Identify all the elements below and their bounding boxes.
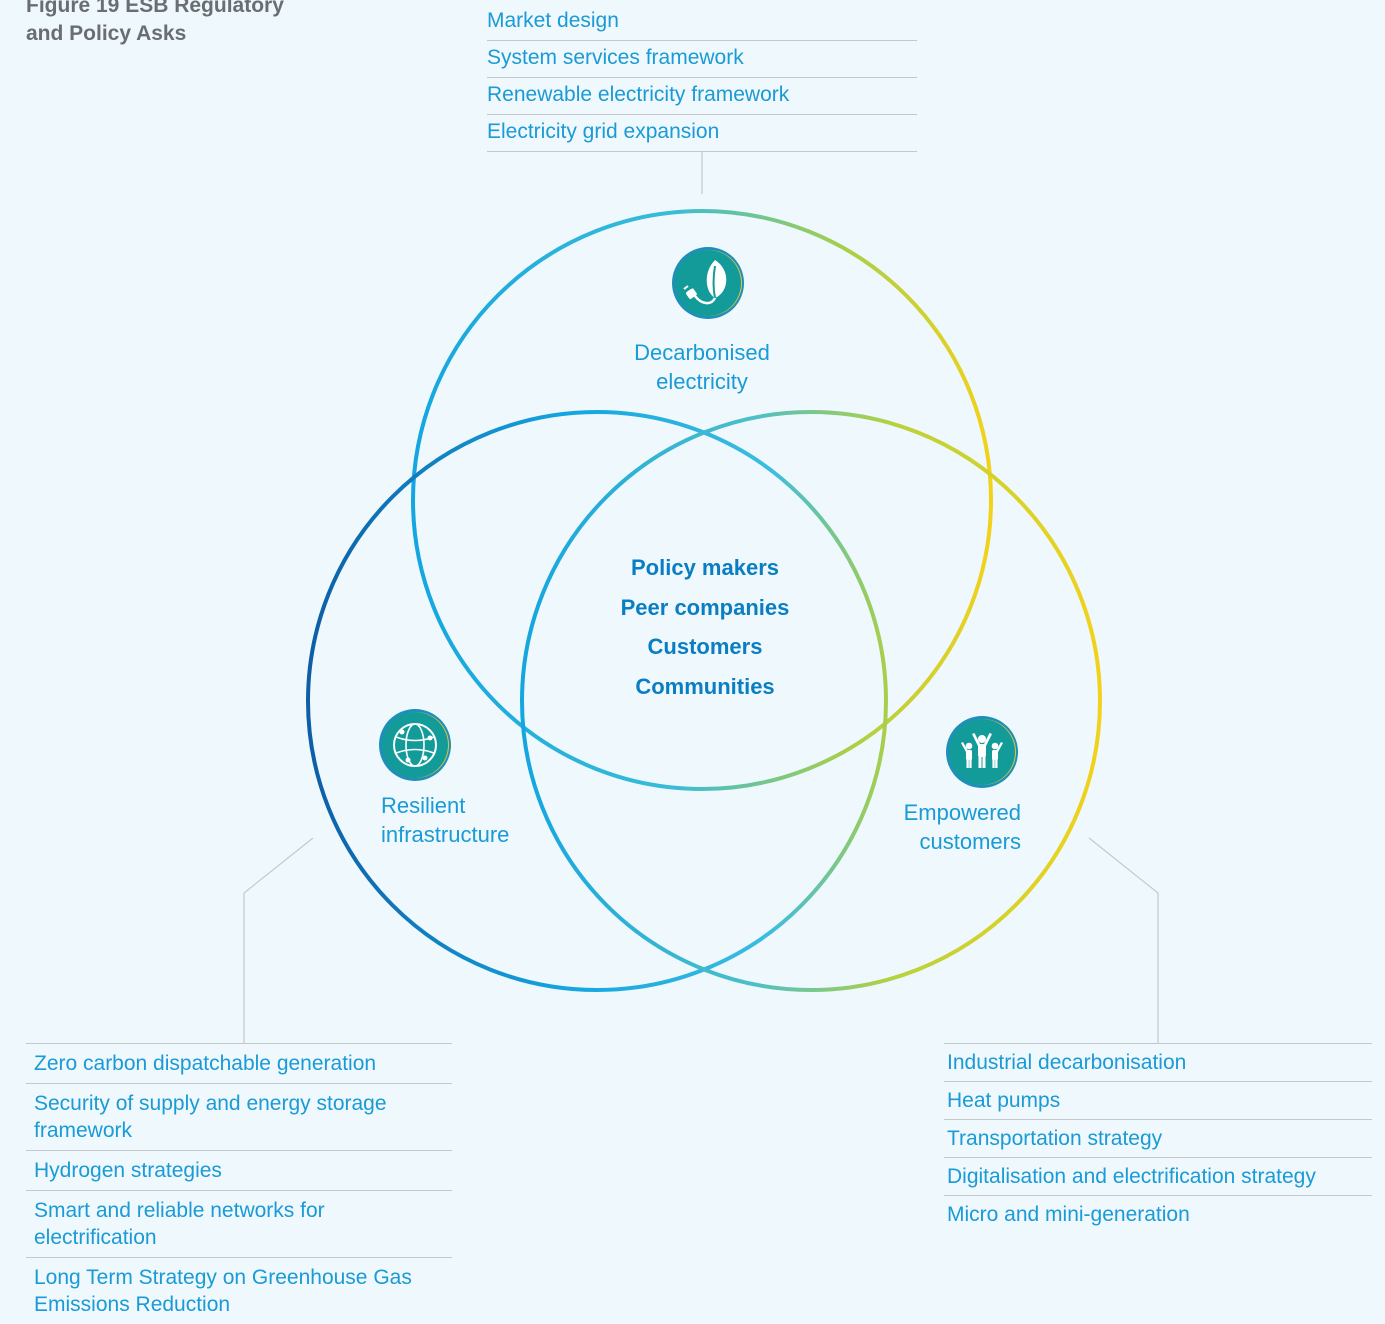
- list-item: Long Term Strategy on Greenhouse Gas Emi…: [34, 1266, 412, 1316]
- list-item: Market design: [487, 4, 917, 41]
- list-item: Security of supply and energy storage fr…: [26, 1084, 452, 1151]
- list-item: Industrial decarbonisation: [944, 1044, 1372, 1082]
- label-line: Resilient: [381, 793, 466, 818]
- label-decarbonised-electricity: Decarbonised electricity: [602, 338, 802, 396]
- stakeholder-label: Communities: [635, 673, 775, 699]
- connector-left: [243, 837, 314, 1043]
- label-line: Decarbonised: [634, 340, 770, 365]
- list-item: Transportation strategy: [944, 1120, 1372, 1158]
- label-line: customers: [919, 829, 1021, 854]
- top-asks-list: Market design System services framework …: [487, 4, 917, 152]
- left-asks-list: Zero carbon dispatchable generation Secu…: [26, 1043, 452, 1324]
- list-item: Micro and mini-generation: [947, 1203, 1190, 1226]
- figure-title-line-2: and Policy Asks: [26, 22, 187, 45]
- list-item: Hydrogen strategies: [26, 1151, 452, 1191]
- globe-network-icon: [378, 708, 452, 782]
- circle-decarbonised: [411, 209, 993, 791]
- circle-empowered: [520, 410, 1102, 992]
- leaf-plug-icon: [671, 246, 745, 320]
- list-item: Smart and reliable networks for electrif…: [26, 1191, 452, 1258]
- label-resilient-infrastructure: Resilient infrastructure: [381, 791, 509, 849]
- stakeholder-label: Policy makers: [631, 555, 779, 580]
- label-line: infrastructure: [381, 822, 510, 847]
- figure-title: Figure 19 ESB Regulatory and Policy Asks: [26, 0, 284, 48]
- label-line: electricity: [656, 369, 748, 394]
- stakeholder-label: Customers: [647, 634, 763, 659]
- label-line: Empowered: [903, 800, 1021, 825]
- list-item: Zero carbon dispatchable generation: [26, 1044, 452, 1084]
- connector-right: [1088, 837, 1159, 1043]
- label-empowered-customers: Empowered customers: [860, 798, 1021, 856]
- list-item: System services framework: [487, 41, 917, 78]
- center-stakeholders: Policy makers Peer companies Customers C…: [555, 548, 855, 706]
- list-item: Heat pumps: [944, 1082, 1372, 1120]
- list-item: Electricity grid expansion: [487, 115, 917, 152]
- figure-title-line-1: Figure 19 ESB Regulatory: [26, 0, 284, 17]
- stakeholder-label: Peer companies: [620, 594, 790, 620]
- list-item: Digitalisation and electrification strat…: [944, 1158, 1372, 1196]
- circle-resilient: [306, 410, 888, 992]
- people-cheering-icon: [945, 715, 1019, 789]
- list-item: Renewable electricity framework: [487, 78, 917, 115]
- right-asks-list: Industrial decarbonisation Heat pumps Tr…: [944, 1043, 1372, 1233]
